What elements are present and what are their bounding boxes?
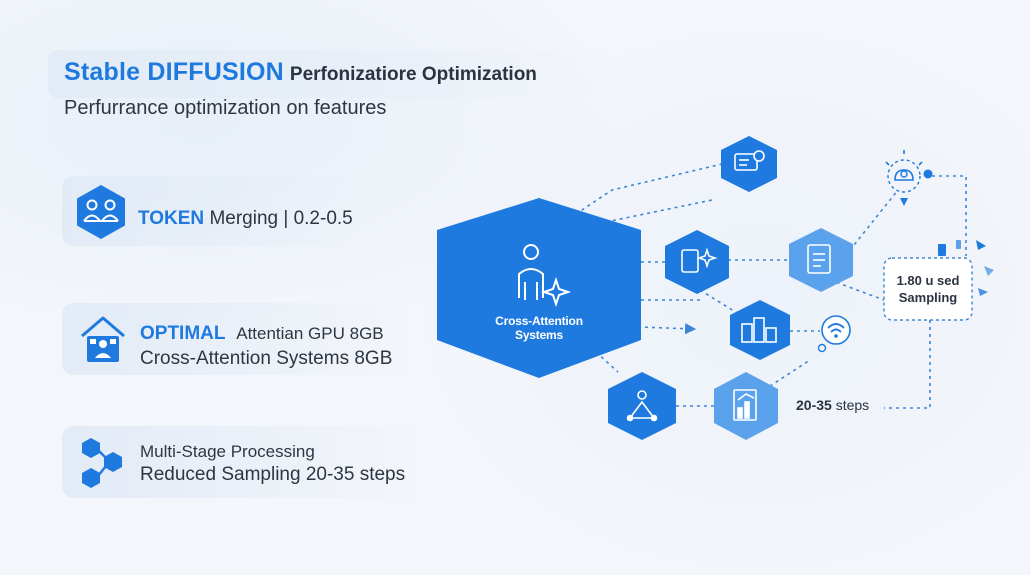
feature-card-optimal xyxy=(62,303,412,375)
title-backdrop xyxy=(48,50,608,98)
hexagon-cluster-icon xyxy=(82,438,122,488)
connector-midleft-lower xyxy=(699,289,743,317)
node-lower xyxy=(730,300,790,360)
card-optimal-line1: Attentian GPU 8GB xyxy=(236,324,384,343)
checklist-icon xyxy=(807,244,831,274)
card-multistage-line2: Reduced Sampling 20-35 steps xyxy=(140,464,406,485)
sampling-box-line2: Sampling xyxy=(898,290,958,305)
connector-central-top-2 xyxy=(605,199,713,223)
central-label-line1: Cross-Attention xyxy=(495,314,583,328)
connector-bottomright-wifi xyxy=(763,359,811,391)
card-optimal-accent: OPTIMAL xyxy=(140,323,226,344)
connector-midright-box xyxy=(829,279,885,301)
card-multistage-line1: Multi-Stage Processing xyxy=(140,442,315,461)
people-hexagon-icon xyxy=(77,185,125,239)
card-token-text: TOKEN Merging | 0.2-0.5 xyxy=(138,208,353,230)
card-optimal-line2: Cross-Attention Systems 8GB xyxy=(140,348,393,369)
sampling-box xyxy=(883,257,973,321)
node-mid-left xyxy=(665,230,729,294)
bar-chart-icon xyxy=(733,389,757,421)
connector-central-bottomleft xyxy=(595,351,619,373)
node-top xyxy=(721,136,777,192)
page-subtitle: Perfurrance optimization on features xyxy=(64,97,387,119)
card-optimal-line-a: OPTIMAL Attentian GPU 8GB xyxy=(140,323,384,345)
house-user-icon xyxy=(81,316,125,362)
network-person-icon xyxy=(626,390,658,422)
buildings-icon xyxy=(741,317,777,343)
wifi-gear-icon xyxy=(817,315,851,353)
brand-name: Stable DIFFUSION xyxy=(64,58,284,86)
connector-box-steps xyxy=(884,320,931,409)
central-node-cross-attention xyxy=(437,198,641,378)
central-label-line2: Systems xyxy=(515,328,563,342)
steps-value: 20-35 xyxy=(796,397,832,413)
node-bottom-left xyxy=(608,372,676,440)
card-token-accent: TOKEN xyxy=(138,208,205,229)
tablet-sparkle-icon xyxy=(681,247,718,273)
central-node-label: Cross-Attention Systems xyxy=(470,314,608,342)
cloud-person-icon xyxy=(885,150,933,206)
card-token-line1: Merging | 0.2-0.5 xyxy=(209,208,353,229)
sampling-box-label: 1.80 u sed Sampling xyxy=(884,272,972,306)
steps-label: 20-35 steps xyxy=(796,397,869,413)
connector-midright-topright xyxy=(849,189,899,251)
steps-unit: steps xyxy=(835,397,870,413)
connector-lines xyxy=(569,163,967,409)
connector-central-top xyxy=(569,163,723,219)
person-sparkle-icon xyxy=(518,244,572,308)
decorative-marks xyxy=(938,240,994,296)
document-settings-icon xyxy=(734,150,765,171)
title-rest: Perfonizatiore Optimization xyxy=(289,64,537,85)
sampling-box-line1: 1.80 u sed xyxy=(896,273,960,288)
